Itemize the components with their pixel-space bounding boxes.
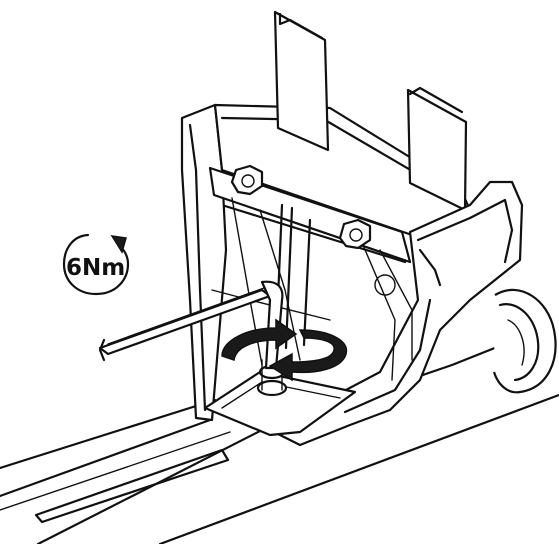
bracket-body xyxy=(180,10,524,447)
end-cap xyxy=(492,288,557,394)
torque-indicator: 6Nm xyxy=(62,233,130,296)
clockwise-arrow-icon xyxy=(62,233,130,296)
torque-label: 6Nm xyxy=(66,255,125,281)
rotation-arrow-icon xyxy=(221,318,348,382)
nut-left xyxy=(230,164,264,196)
nut-right xyxy=(338,218,372,250)
clockwise-arrowhead xyxy=(110,235,127,254)
